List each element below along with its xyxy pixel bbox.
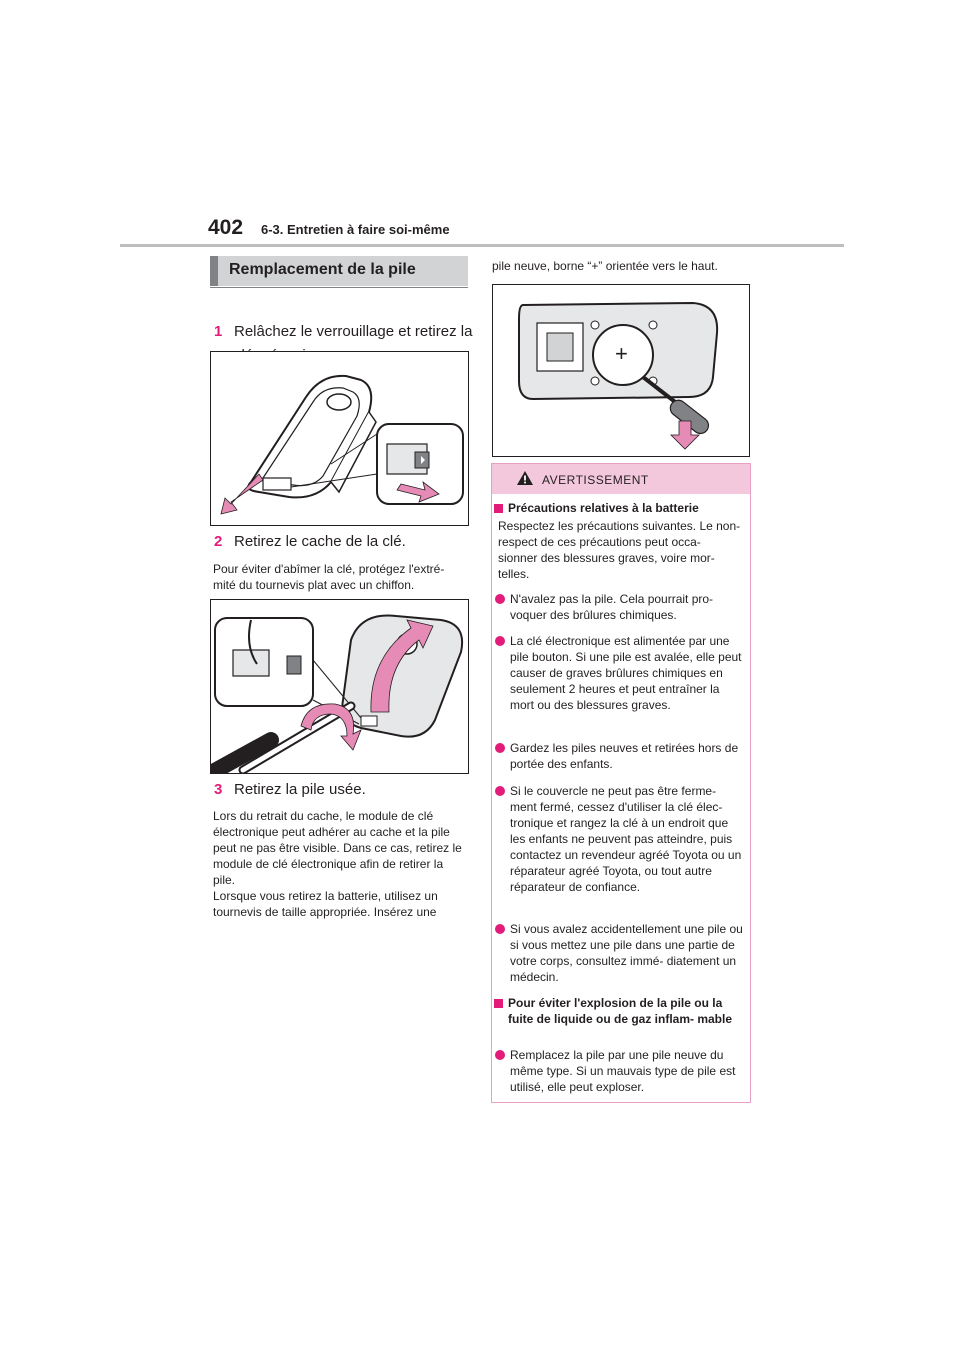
warning-bullet-text: N'avalez pas la pile. Cela pourrait pro-… [510, 592, 714, 622]
warning-bullet-text: Gardez les piles neuves et retirées hors… [510, 741, 739, 771]
warning-bullet: N'avalez pas la pile. Cela pourrait pro-… [495, 591, 744, 623]
warning-heading-text: Pour éviter l'explosion de la pile ou la… [508, 996, 733, 1026]
step-number: 3 [214, 781, 223, 798]
step-number: 1 [214, 323, 223, 340]
pull-direction-arrow [220, 473, 264, 515]
warning-header: AVERTISSEMENT [492, 464, 750, 494]
step-2: 2 Retirez le cache de la clé. [214, 530, 476, 554]
header-divider [120, 244, 844, 247]
section-banner: Remplacement de la pile [210, 256, 468, 286]
square-bullet-icon [494, 504, 503, 513]
warning-bullet-text: La clé électronique est alimentée par un… [510, 634, 742, 712]
warning-bullet: Si vous avalez accidentellement une pile… [495, 921, 744, 985]
section-banner-bar [210, 256, 218, 286]
figure-replace-battery: + [492, 284, 750, 457]
warning-bullet: La clé électronique est alimentée par un… [495, 633, 744, 713]
warning-heading-text: Précautions relatives à la batterie [508, 501, 699, 515]
running-head: 6-3. Entretien à faire soi-même [261, 222, 450, 237]
step-3-note-continued: Lorsque vous retirez la batterie, utilis… [213, 889, 438, 919]
page-number: 402 [208, 216, 244, 239]
key-fob-outline [341, 614, 463, 738]
step-text: Retirez le cache de la clé. [234, 533, 406, 550]
square-bullet-icon [494, 999, 503, 1008]
round-bullet-icon [495, 786, 505, 796]
figure-release-mechanical-key [210, 351, 469, 526]
round-bullet-icon [495, 924, 505, 934]
slide-direction-arrow [396, 481, 440, 503]
warning-bullet: Remplacez la pile par une pile neuve du … [495, 1047, 744, 1095]
lift-direction-arrow [370, 619, 434, 713]
twist-direction-arrow [300, 703, 362, 751]
mechanical-key-slot [262, 477, 292, 491]
warning-title: AVERTISSEMENT [542, 473, 649, 487]
warning-bullet-text: Si vous avalez accidentellement une pile… [510, 922, 743, 984]
section-divider [210, 287, 468, 288]
step-text: Retirez la pile usée. [234, 781, 366, 798]
round-bullet-icon [495, 743, 505, 753]
round-bullet-icon [495, 1050, 505, 1060]
warning-bullet: Gardez les piles neuves et retirées hors… [495, 740, 744, 772]
screwdriver-shaft [641, 375, 681, 407]
step-number: 2 [214, 533, 223, 550]
warning-heading-battery: Précautions relatives à la batterie [494, 500, 744, 516]
warning-bullet: Si le couvercle ne peut pas être ferme- … [495, 783, 744, 895]
round-bullet-icon [495, 594, 505, 604]
battery-plus-symbol: + [615, 341, 628, 366]
push-direction-arrow [670, 420, 700, 450]
figure-remove-cover [210, 599, 469, 774]
warning-bullet-text: Remplacez la pile par une pile neuve du … [510, 1048, 736, 1094]
warning-box: AVERTISSEMENT Précautions relatives à la… [491, 463, 751, 1103]
step-2-note: Pour éviter d'abîmer la clé, protégez l'… [213, 562, 445, 592]
key-button [326, 393, 352, 411]
warning-heading-explosion: Pour éviter l'explosion de la pile ou la… [494, 995, 744, 1027]
step-3-note-end: pile neuve, borne “+” orientée vers le h… [492, 259, 718, 273]
round-bullet-icon [495, 636, 505, 646]
warning-triangle-icon [516, 470, 534, 491]
step-3-note: Lors du retrait du cache, le module de c… [213, 809, 462, 887]
coin-battery [592, 324, 654, 386]
warning-intro: Respectez les précautions suivantes. Le … [498, 519, 741, 581]
section-title: Remplacement de la pile [229, 261, 416, 278]
step-3: 3 Retirez la pile usée. [214, 778, 476, 802]
warning-bullet-text: Si le couvercle ne peut pas être ferme- … [510, 784, 742, 894]
